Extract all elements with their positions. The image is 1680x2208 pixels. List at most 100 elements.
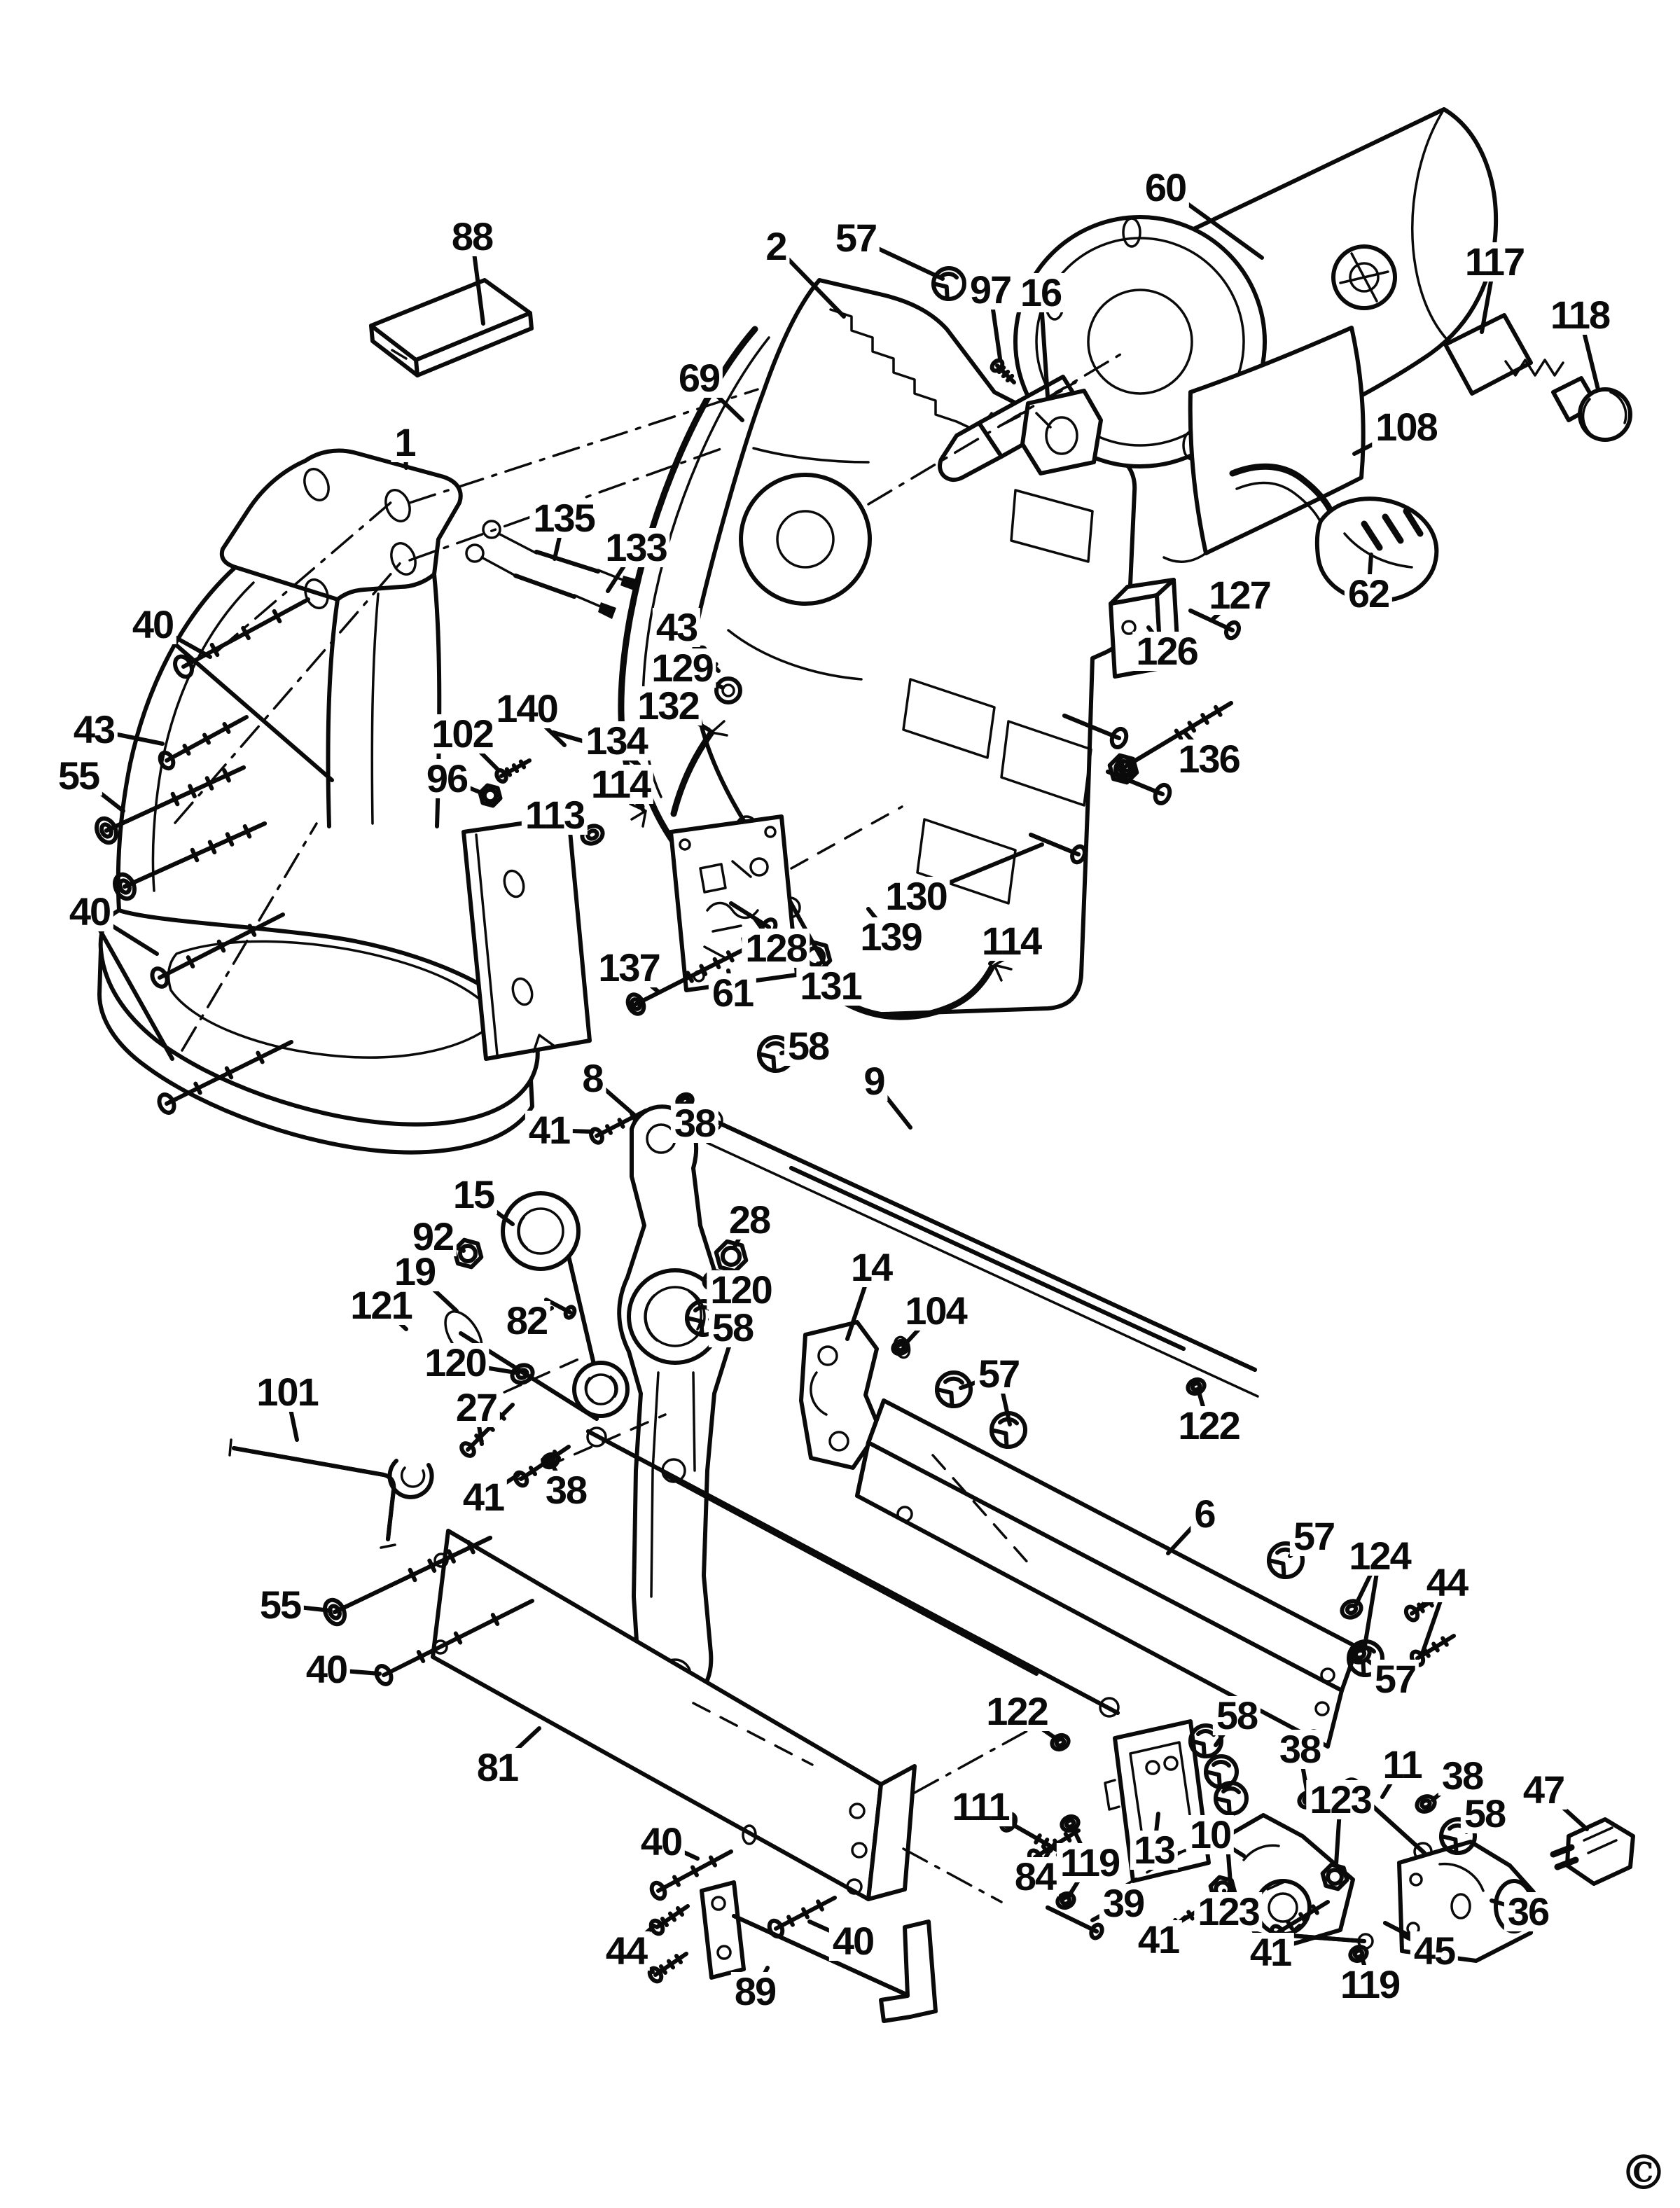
part-label-120: 120 xyxy=(707,1270,775,1310)
part-label-104: 104 xyxy=(901,1291,970,1331)
part-label-92: 92 xyxy=(408,1217,457,1256)
part-label-69: 69 xyxy=(674,359,723,398)
fastener-washer xyxy=(1055,1891,1076,1910)
fastener-screw xyxy=(150,912,285,989)
part-label-131: 131 xyxy=(796,966,865,1006)
part-2-frame xyxy=(691,278,1137,1017)
part-label-120: 120 xyxy=(421,1343,490,1382)
part-label-114: 114 xyxy=(587,765,654,804)
fastener-washer xyxy=(1186,1377,1207,1396)
part-88-manual xyxy=(369,278,534,377)
part-89-bracket xyxy=(700,1880,938,2023)
part-label-97: 97 xyxy=(966,270,1015,310)
part-133-link-rod xyxy=(465,543,616,619)
part-label-122: 122 xyxy=(1174,1406,1243,1445)
part-label-61: 61 xyxy=(708,973,757,1013)
part-label-38: 38 xyxy=(670,1104,719,1143)
part-label-57: 57 xyxy=(831,218,880,258)
part-label-124: 124 xyxy=(1345,1536,1414,1576)
part-label-40: 40 xyxy=(128,605,177,644)
fastener-screw xyxy=(1116,701,1233,778)
fastener-screw xyxy=(158,715,249,771)
fastener-washer xyxy=(1348,1944,1369,1964)
part-label-127: 127 xyxy=(1205,576,1274,615)
part-121-ring xyxy=(387,1459,434,1499)
part-label-96: 96 xyxy=(422,759,471,798)
part-side-plate xyxy=(461,814,592,1061)
part-label-2: 2 xyxy=(762,227,790,266)
part-135-link-rod xyxy=(482,520,639,591)
part-label-58: 58 xyxy=(1460,1794,1509,1833)
fastener-screw xyxy=(173,597,310,679)
part-label-44: 44 xyxy=(1422,1563,1471,1602)
part-label-134: 134 xyxy=(582,721,651,761)
part-label-89: 89 xyxy=(730,1972,779,2011)
part-label-119: 119 xyxy=(1336,1965,1403,2004)
fastener-screw xyxy=(322,1536,492,1627)
part-label-41: 41 xyxy=(459,1478,508,1517)
part-label-16: 16 xyxy=(1016,273,1065,312)
fastener-washer xyxy=(1340,1599,1363,1620)
part-label-121: 121 xyxy=(347,1286,415,1325)
part-label-13: 13 xyxy=(1130,1831,1179,1870)
fastener-layer xyxy=(95,266,1477,1984)
part-label-10: 10 xyxy=(1186,1815,1235,1854)
part-label-1: 1 xyxy=(391,423,419,462)
part-label-122: 122 xyxy=(983,1692,1051,1731)
part-6-channel xyxy=(855,1398,1359,1749)
fastener-screw xyxy=(649,1849,733,1901)
fastener-screw xyxy=(625,947,746,1016)
part-15-con-rod xyxy=(501,1191,630,1418)
part-label-55: 55 xyxy=(256,1585,305,1625)
fastener-screw xyxy=(647,1952,688,1984)
fastener-screw xyxy=(157,1040,293,1115)
fastener-screw xyxy=(113,821,267,901)
fastener-pin xyxy=(1046,1905,1104,1940)
part-label-58: 58 xyxy=(784,1027,833,1066)
part-118-brush-cap xyxy=(1578,387,1632,442)
fastener-cap-nut xyxy=(1188,1723,1223,1758)
part-label-137: 137 xyxy=(595,948,663,987)
leader-line xyxy=(88,910,174,1061)
part-label-119: 119 xyxy=(1056,1843,1123,1882)
part-label-81: 81 xyxy=(473,1748,522,1787)
part-label-128: 128 xyxy=(742,929,810,968)
part-label-129: 129 xyxy=(648,648,716,688)
fastener-screw xyxy=(513,1445,571,1488)
part-label-40: 40 xyxy=(828,1922,877,1961)
fastener-cap-nut xyxy=(934,1370,973,1408)
part-label-11: 11 xyxy=(1379,1745,1425,1784)
fastener-washer xyxy=(580,824,605,846)
fastener-cap-nut xyxy=(1213,1781,1249,1816)
part-label-126: 126 xyxy=(1132,632,1201,671)
part-label-8: 8 xyxy=(578,1059,606,1098)
fastener-pin xyxy=(1029,833,1087,865)
part-label-38: 38 xyxy=(541,1471,590,1510)
part-label-139: 139 xyxy=(856,917,925,957)
part-lower-arm-rod xyxy=(586,1426,1120,1718)
part-8-rocker-arm xyxy=(617,1104,737,1706)
part-label-39: 39 xyxy=(1099,1884,1148,1923)
fastener-hex-nut xyxy=(452,1237,484,1270)
part-label-113: 113 xyxy=(521,796,588,835)
part-label-15: 15 xyxy=(449,1175,498,1214)
fastener-screw xyxy=(767,1896,837,1939)
fastener-screw xyxy=(589,1109,648,1145)
part-label-14: 14 xyxy=(847,1248,896,1287)
part-101-hex-key xyxy=(228,1438,396,1549)
part-label-40: 40 xyxy=(65,892,114,931)
part-label-118: 118 xyxy=(1546,296,1613,335)
part-47-connector xyxy=(1550,1817,1635,1886)
part-label-41: 41 xyxy=(525,1111,574,1150)
part-label-6: 6 xyxy=(1190,1494,1219,1534)
part-label-55: 55 xyxy=(54,756,103,796)
part-label-57: 57 xyxy=(1289,1517,1338,1556)
part-81-panel xyxy=(431,1529,1031,1903)
part-label-133: 133 xyxy=(602,528,670,567)
part-label-117: 117 xyxy=(1461,242,1528,282)
fastener-cap-nut xyxy=(931,266,966,301)
part-label-88: 88 xyxy=(447,217,497,256)
part-label-84: 84 xyxy=(1011,1857,1060,1896)
